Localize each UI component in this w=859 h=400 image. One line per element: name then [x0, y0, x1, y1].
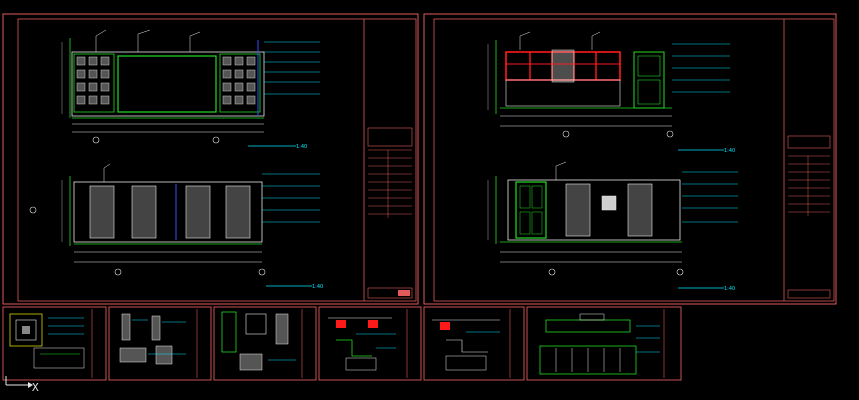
elevation-red-cabinet[interactable]: 1:40 [487, 31, 735, 154]
ucs-axis-icon [5, 376, 33, 388]
detail-sheet-1[interactable] [2, 306, 107, 381]
detail-sheet-4[interactable] [318, 306, 422, 381]
detail-sheet-5[interactable] [423, 306, 525, 381]
elevation-shelf-wall[interactable]: 1:40 [61, 29, 320, 150]
elevation-4-scale: 1:40 [724, 286, 735, 292]
elevation-2-scale: 1:40 [312, 284, 323, 290]
detail-sheet-6[interactable] [526, 306, 682, 381]
sheet-2[interactable]: 1:40 1:40 [423, 13, 837, 305]
detail-sheet-3[interactable] [213, 306, 317, 381]
elevation-1-scale: 1:40 [296, 144, 307, 150]
elevation-3-scale: 1:40 [724, 148, 735, 154]
ucs-x-label: X [32, 381, 39, 394]
sheet-1[interactable]: 1:40 1:40 [2, 13, 419, 305]
elevation-door-wall[interactable]: 1:40 [487, 161, 738, 292]
title-block [363, 19, 413, 301]
detail-sheet-2[interactable] [108, 306, 212, 381]
title-block [783, 19, 831, 301]
ucs-label-area: X [0, 376, 60, 400]
elevation-panel-wall[interactable]: 1:40 [29, 163, 323, 290]
